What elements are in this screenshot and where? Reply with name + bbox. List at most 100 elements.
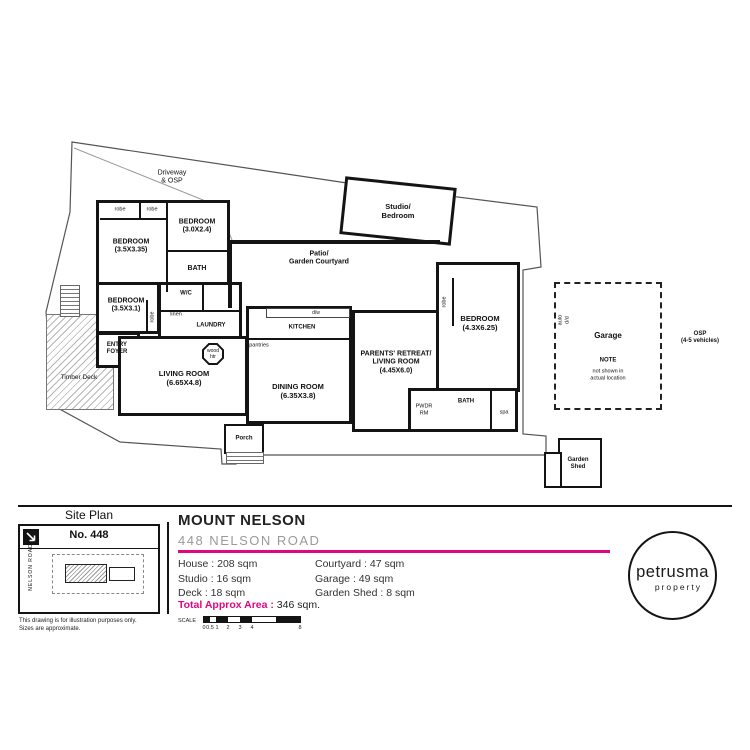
- patio-courtyard-label: Patio/ Garden Courtyard: [289, 250, 349, 266]
- area-row: House : 208 sqm: [178, 558, 258, 570]
- wall: [452, 278, 454, 326]
- block-garage: [554, 282, 662, 410]
- living-room-label: LIVING ROOM (6.65X4.8): [158, 369, 210, 387]
- block-bath-wing: [408, 388, 518, 432]
- areas-column-right: Courtyard : 47 sqm Garage : 49 sqm Garde…: [315, 557, 415, 601]
- robe-label: robe: [441, 296, 448, 308]
- scale-tick: 2: [226, 625, 230, 631]
- block-bedroom4: [436, 262, 520, 392]
- osp-label: OSP (4-5 vehicles): [680, 330, 720, 344]
- site-plan-box: No. 448 NELSON ROAD: [18, 524, 160, 614]
- total-area-label: Total Approx Area :: [178, 599, 274, 611]
- robe-label: robe: [146, 206, 158, 213]
- wall: [248, 338, 350, 340]
- pwdr-rm-label: PWDR RM: [415, 403, 433, 416]
- studio-label: Studio/ Bedroom: [381, 202, 415, 220]
- block-bedroom3: [96, 282, 160, 334]
- wood-heater-label: wood htr: [207, 348, 219, 360]
- footer-divider: [18, 505, 732, 507]
- spa-label: spa: [499, 409, 509, 416]
- wall: [202, 282, 204, 312]
- wall: [146, 300, 148, 333]
- wall: [490, 388, 492, 432]
- scale-segment: [252, 617, 276, 622]
- linen-label: linen: [170, 311, 182, 318]
- mini-map-house: [65, 564, 107, 583]
- scale-segment: [210, 617, 216, 622]
- logo-name: petrusma: [636, 563, 709, 581]
- entry-stairs: [60, 285, 80, 317]
- scale-segment: [204, 617, 210, 622]
- porch-label: Porch: [235, 435, 253, 442]
- block-living-room: [118, 336, 248, 416]
- scale-tick: 0.5: [206, 625, 214, 631]
- mini-site-map: [52, 554, 144, 594]
- wall: [160, 310, 240, 312]
- block-garden-shed-ext: [544, 452, 562, 488]
- auto-door-label: auto d/d: [557, 314, 570, 326]
- site-plan-header-line: [20, 548, 158, 549]
- bath1-label: BATH: [187, 264, 207, 272]
- pantries-label: pantries: [249, 342, 269, 349]
- disclaimer-text: This drawing is for illustration purpose…: [19, 618, 137, 633]
- scale-segment: [228, 617, 240, 622]
- scale-tick: 4: [250, 625, 254, 631]
- area-row: Studio : 16 sqm: [178, 572, 251, 585]
- accent-underline: [178, 550, 610, 553]
- garage-note-title: NOTE: [599, 357, 617, 364]
- scale-tick: 3: [238, 625, 242, 631]
- mini-map-outbuilding: [109, 567, 135, 581]
- scale-tick: 1: [215, 625, 219, 631]
- nelson-road-label: NELSON ROAD: [28, 543, 34, 591]
- floorplan: Driveway & OSP Studio/ Bedroom robe robe…: [45, 141, 720, 488]
- wall: [139, 202, 141, 218]
- total-area-value: 346 sqm.: [273, 599, 320, 611]
- total-area: Total Approx Area : 346 sqm.: [178, 599, 320, 611]
- dining-room-label: DINING ROOM (6.35X3.8): [272, 382, 324, 400]
- address-subtitle: 448 NELSON ROAD: [178, 533, 321, 548]
- area-row: Garden Shed : 8 sqm: [315, 587, 415, 599]
- garage-label: Garage: [594, 331, 622, 341]
- scale-tick: 8: [298, 625, 302, 631]
- petrusma-logo: petrusma property: [628, 531, 717, 620]
- entry-foyer-label: ENTRY FOYER: [106, 341, 128, 355]
- bedroom2-label: BEDROOM (3.5X3.35): [112, 238, 150, 254]
- garden-shed-label: Garden Shed: [567, 456, 589, 470]
- vertical-divider: [167, 522, 169, 614]
- wall: [100, 218, 166, 220]
- scale-label: SCALE: [178, 618, 197, 624]
- scale-tick: 0: [202, 625, 206, 631]
- bedroom1-label: BEDROOM (3.0X2.4): [178, 218, 216, 234]
- logo-tagline: property: [654, 582, 702, 592]
- suburb-title: MOUNT NELSON: [178, 512, 306, 529]
- porch-steps: [226, 452, 264, 464]
- robe-label: robe: [114, 206, 126, 213]
- timber-deck-label: Timber Deck: [60, 374, 98, 382]
- north-arrow-icon: [23, 529, 39, 545]
- area-row: Garage : 49 sqm: [315, 572, 394, 585]
- bedroom4-label: BEDROOM (4.3X6.25): [460, 314, 500, 332]
- site-plan-number: No. 448: [69, 529, 109, 541]
- dishwasher-label: d/w: [312, 310, 320, 316]
- driveway-label: Driveway & OSP: [157, 169, 187, 185]
- site-plan-title: Site Plan: [64, 508, 114, 522]
- garage-note-body: not shown in actual location: [590, 368, 626, 381]
- wall: [166, 250, 228, 252]
- parents-retreat-label: PARENTS' RETREAT/ LIVING ROOM (4.45X6.0): [360, 350, 432, 375]
- areas-column-left: House : 208 sqm Studio : 16 sqm Deck : 1…: [178, 557, 257, 601]
- area-row: Deck : 18 sqm: [178, 587, 246, 599]
- scale-segment: [276, 617, 300, 622]
- wc-label: W/C: [180, 290, 192, 297]
- area-row: Courtyard : 47 sqm: [315, 558, 405, 570]
- kitchen-counter: [266, 308, 350, 318]
- bedroom3-label: BEDROOM (3.5X3.1): [107, 297, 145, 313]
- laundry-label: LAUNDRY: [196, 322, 226, 329]
- robe-label: robe: [149, 311, 156, 323]
- block-kitchen-dining: [246, 306, 352, 424]
- wall: [228, 240, 232, 308]
- kitchen-label: KITCHEN: [288, 324, 316, 331]
- scale-segment: [240, 617, 252, 622]
- wall: [228, 240, 440, 244]
- bath2-label: BATH: [457, 398, 475, 405]
